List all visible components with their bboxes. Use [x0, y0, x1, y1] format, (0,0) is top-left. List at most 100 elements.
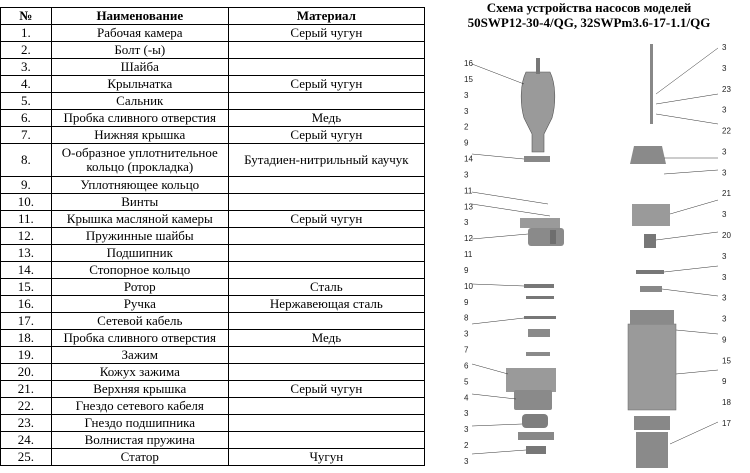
part-label: 3 [464, 425, 469, 434]
row-number: 5. [0, 92, 52, 110]
header-name: Наименование [50, 7, 229, 25]
part-label: 3 [722, 147, 727, 156]
part-label: 15 [464, 75, 473, 84]
header-material: Материал [227, 7, 426, 25]
table-row: 5.Сальник [0, 92, 426, 110]
base-part [634, 416, 670, 468]
table-row: 17.Сетевой кабель [0, 312, 426, 330]
handle-part [520, 58, 556, 153]
table-row: 19.Зажим [0, 346, 426, 364]
scheme-title-line2: 50SWP12-30-4/QG, 32SWPm3.6-17-1.1/QG [467, 15, 711, 30]
row-number: 20. [0, 363, 52, 381]
parts-table: № Наименование Материал 1.Рабочая камера… [0, 7, 426, 466]
part-label: 8 [464, 314, 469, 323]
impeller-part [518, 414, 554, 454]
row-material: Нержавеющая сталь [227, 295, 426, 313]
row-number: 18. [0, 329, 52, 347]
row-number: 21. [0, 380, 52, 398]
row-name: Крышка масляной камеры [50, 210, 229, 228]
row-number: 10. [0, 193, 52, 211]
row-number: 13. [0, 244, 52, 262]
row-material: Сталь [227, 278, 426, 296]
part-label: 21 [722, 189, 731, 198]
row-material: Медь [227, 329, 426, 347]
row-material: Чугун [227, 448, 426, 466]
scheme-title: Схема устройства насосов моделей 50SWP12… [428, 0, 750, 30]
row-name: Пробка сливного отверстия [50, 329, 229, 347]
table-row: 8.О-образное уплотнительное кольцо (прок… [0, 143, 426, 177]
header-number: № [0, 7, 52, 25]
part-label: 3 [722, 315, 727, 324]
part-label: 3 [722, 106, 727, 115]
row-name: Уплотняющее кольцо [50, 176, 229, 194]
row-name: Шайба [50, 58, 229, 76]
part-label: 17 [722, 419, 731, 428]
row-number: 16. [0, 295, 52, 313]
cable-gland-part [632, 204, 670, 226]
table-row: 20.Кожух зажима [0, 363, 426, 381]
table-header-row: № Наименование Материал [0, 7, 426, 25]
row-material [227, 176, 426, 194]
row-number: 19. [0, 346, 52, 364]
small-parts-stack [524, 284, 556, 356]
part-label: 18 [722, 398, 731, 407]
row-number: 2. [0, 41, 52, 59]
row-material [227, 363, 426, 381]
row-number: 4. [0, 75, 52, 93]
clamp-part [636, 270, 664, 292]
row-number: 3. [0, 58, 52, 76]
part-label: 14 [464, 155, 473, 164]
part-label: 5 [464, 377, 469, 386]
row-material [227, 346, 426, 364]
part-label: 3 [722, 273, 727, 282]
row-name: Крыльчатка [50, 75, 229, 93]
part-label: 4 [464, 393, 469, 402]
row-material: Серый чугун [227, 126, 426, 144]
row-name: Ротор [50, 278, 229, 296]
row-name: Сетевой кабель [50, 312, 229, 330]
part-label: 2 [464, 123, 469, 132]
row-material [227, 244, 426, 262]
stator-part [627, 310, 677, 411]
table-row: 10.Винты [0, 193, 426, 211]
part-label: 20 [722, 231, 731, 240]
table-row: 13.Подшипник [0, 244, 426, 262]
row-material [227, 92, 426, 110]
part-label: 3 [464, 107, 469, 116]
row-material [227, 261, 426, 279]
row-name: Рабочая камера [50, 24, 229, 42]
row-name: О-образное уплотнительное кольцо (прокла… [50, 143, 229, 177]
part-label: 6 [464, 361, 469, 370]
row-number: 7. [0, 126, 52, 144]
row-material [227, 193, 426, 211]
part-label: 3 [722, 64, 727, 73]
table-row: 9.Уплотняющее кольцо [0, 176, 426, 194]
row-name: Болт (-ы) [50, 41, 229, 59]
rotor-part [524, 156, 550, 162]
row-name: Гнездо сетевого кабеля [50, 397, 229, 415]
part-label: 3 [722, 43, 727, 52]
part-label: 3 [464, 91, 469, 100]
part-label: 3 [722, 252, 727, 261]
row-name: Волнистая пружина [50, 431, 229, 449]
row-material [227, 431, 426, 449]
part-label: 3 [464, 409, 469, 418]
table-row: 24.Волнистая пружина [0, 431, 426, 449]
part-label: 9 [722, 377, 727, 386]
row-name: Подшипник [50, 244, 229, 262]
row-material: Серый чугун [227, 75, 426, 93]
part-label: 15 [722, 356, 731, 365]
part-label: 13 [464, 202, 473, 211]
part-label: 7 [464, 346, 469, 355]
upper-cover-part [630, 146, 666, 164]
table-row: 3.Шайба [0, 58, 426, 76]
row-number: 25. [0, 448, 52, 466]
